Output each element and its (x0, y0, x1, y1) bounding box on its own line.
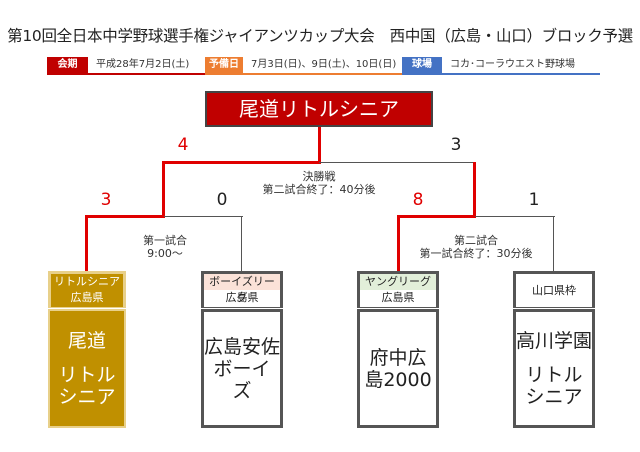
final-score-left: 4 (177, 135, 189, 155)
match2-score-right: 1 (528, 190, 540, 210)
reserve-value: 7月3日(日)、9日(土)、10日(日) (251, 59, 397, 70)
match1-score-right: 0 (216, 190, 228, 210)
team-card: リトルシニア広島県 尾道リトルシニア (48, 271, 126, 428)
final-name: 決勝戦 (302, 170, 336, 183)
bracket-line (397, 215, 475, 218)
venue-label: 球場 (402, 57, 442, 73)
final-score-right: 3 (450, 135, 462, 155)
team-name-line: ズ (232, 379, 252, 402)
champion-box: 尾道リトルシニア (205, 91, 433, 127)
team-header: 山口県枠 (513, 271, 595, 308)
page-title: 第10回全日本中学野球選手権ジャイアンツカップ大会 西中国（広島・山口）ブロック… (7, 27, 633, 45)
venue-value: コカ･コーラウエスト野球場 (450, 59, 575, 70)
team-league: ボーイズリーグ (204, 274, 280, 304)
bracket-line (319, 162, 475, 163)
bracket-line (318, 127, 321, 164)
team-name-line: リトル (525, 363, 583, 386)
team-league: リトルシニア (54, 275, 120, 288)
bracket-line (397, 215, 400, 271)
team-card: ボーイズリーグ広島県 広島安佐ボーイズ (201, 271, 283, 428)
match2-name: 第二試合 (454, 234, 498, 247)
bracket-line (162, 161, 320, 164)
bracket-line (473, 162, 476, 218)
match1-score-left: 3 (100, 190, 112, 210)
final-time: 第二試合終了：40分後 (262, 183, 376, 196)
team-name-line: 府中広 (369, 346, 427, 369)
team-header: ボーイズリーグ広島県 (201, 271, 283, 308)
final-note: 決勝戦第二試合終了：40分後 (219, 170, 419, 196)
team-name: 高川学園リトルシニア (513, 309, 595, 428)
team-card: 山口県枠 高川学園リトルシニア (513, 271, 595, 428)
period-value: 平成28年7月2日(土) (96, 59, 190, 70)
bracket-line (85, 215, 165, 218)
team-pref: 広島県 (381, 291, 415, 304)
match2-note: 第二試合第一試合終了：30分後 (406, 234, 546, 260)
team-header: ヤングリーグ広島県 (357, 271, 439, 308)
team-name-line: リトル (58, 363, 116, 386)
team-name-line: シニア (525, 385, 583, 408)
match2-time: 第一試合終了：30分後 (419, 247, 533, 260)
team-name-line: 高川学園 (516, 329, 593, 352)
team-name: 尾道リトルシニア (48, 309, 126, 428)
team-name-line: ボーイ (213, 357, 271, 380)
match2-score-left: 8 (412, 190, 424, 210)
team-name-line (516, 352, 592, 364)
bracket-line (164, 216, 243, 217)
team-name-line: 島2000 (364, 368, 432, 391)
bracket-line (162, 161, 165, 218)
team-name: 府中広島2000 (357, 309, 439, 428)
team-name-line: シニア (58, 385, 116, 408)
team-name-line (50, 352, 124, 364)
team-name-line: 広島安佐 (204, 335, 281, 358)
bracket-line (475, 216, 555, 217)
reserve-label: 予備日 (205, 57, 243, 73)
match1-name: 第一試合 (143, 234, 187, 247)
team-pref: 広島県 (225, 291, 259, 304)
bracket-line (553, 216, 554, 271)
team-pref: 広島県 (70, 291, 104, 304)
team-header: リトルシニア広島県 (48, 271, 126, 308)
period-label: 会期 (47, 57, 88, 73)
team-card: ヤングリーグ広島県 府中広島2000 (357, 271, 439, 428)
bracket-line (241, 216, 242, 271)
team-name: 広島安佐ボーイズ (201, 309, 283, 428)
team-pref: 山口県枠 (532, 283, 576, 297)
period-underline (47, 73, 205, 75)
reserve-underline (205, 73, 402, 75)
match1-time: 9:00～ (147, 247, 183, 260)
bracket-line (85, 215, 88, 271)
team-league: ヤングリーグ (360, 274, 436, 290)
venue-underline (402, 73, 600, 75)
team-name-line: 尾道 (67, 329, 106, 352)
